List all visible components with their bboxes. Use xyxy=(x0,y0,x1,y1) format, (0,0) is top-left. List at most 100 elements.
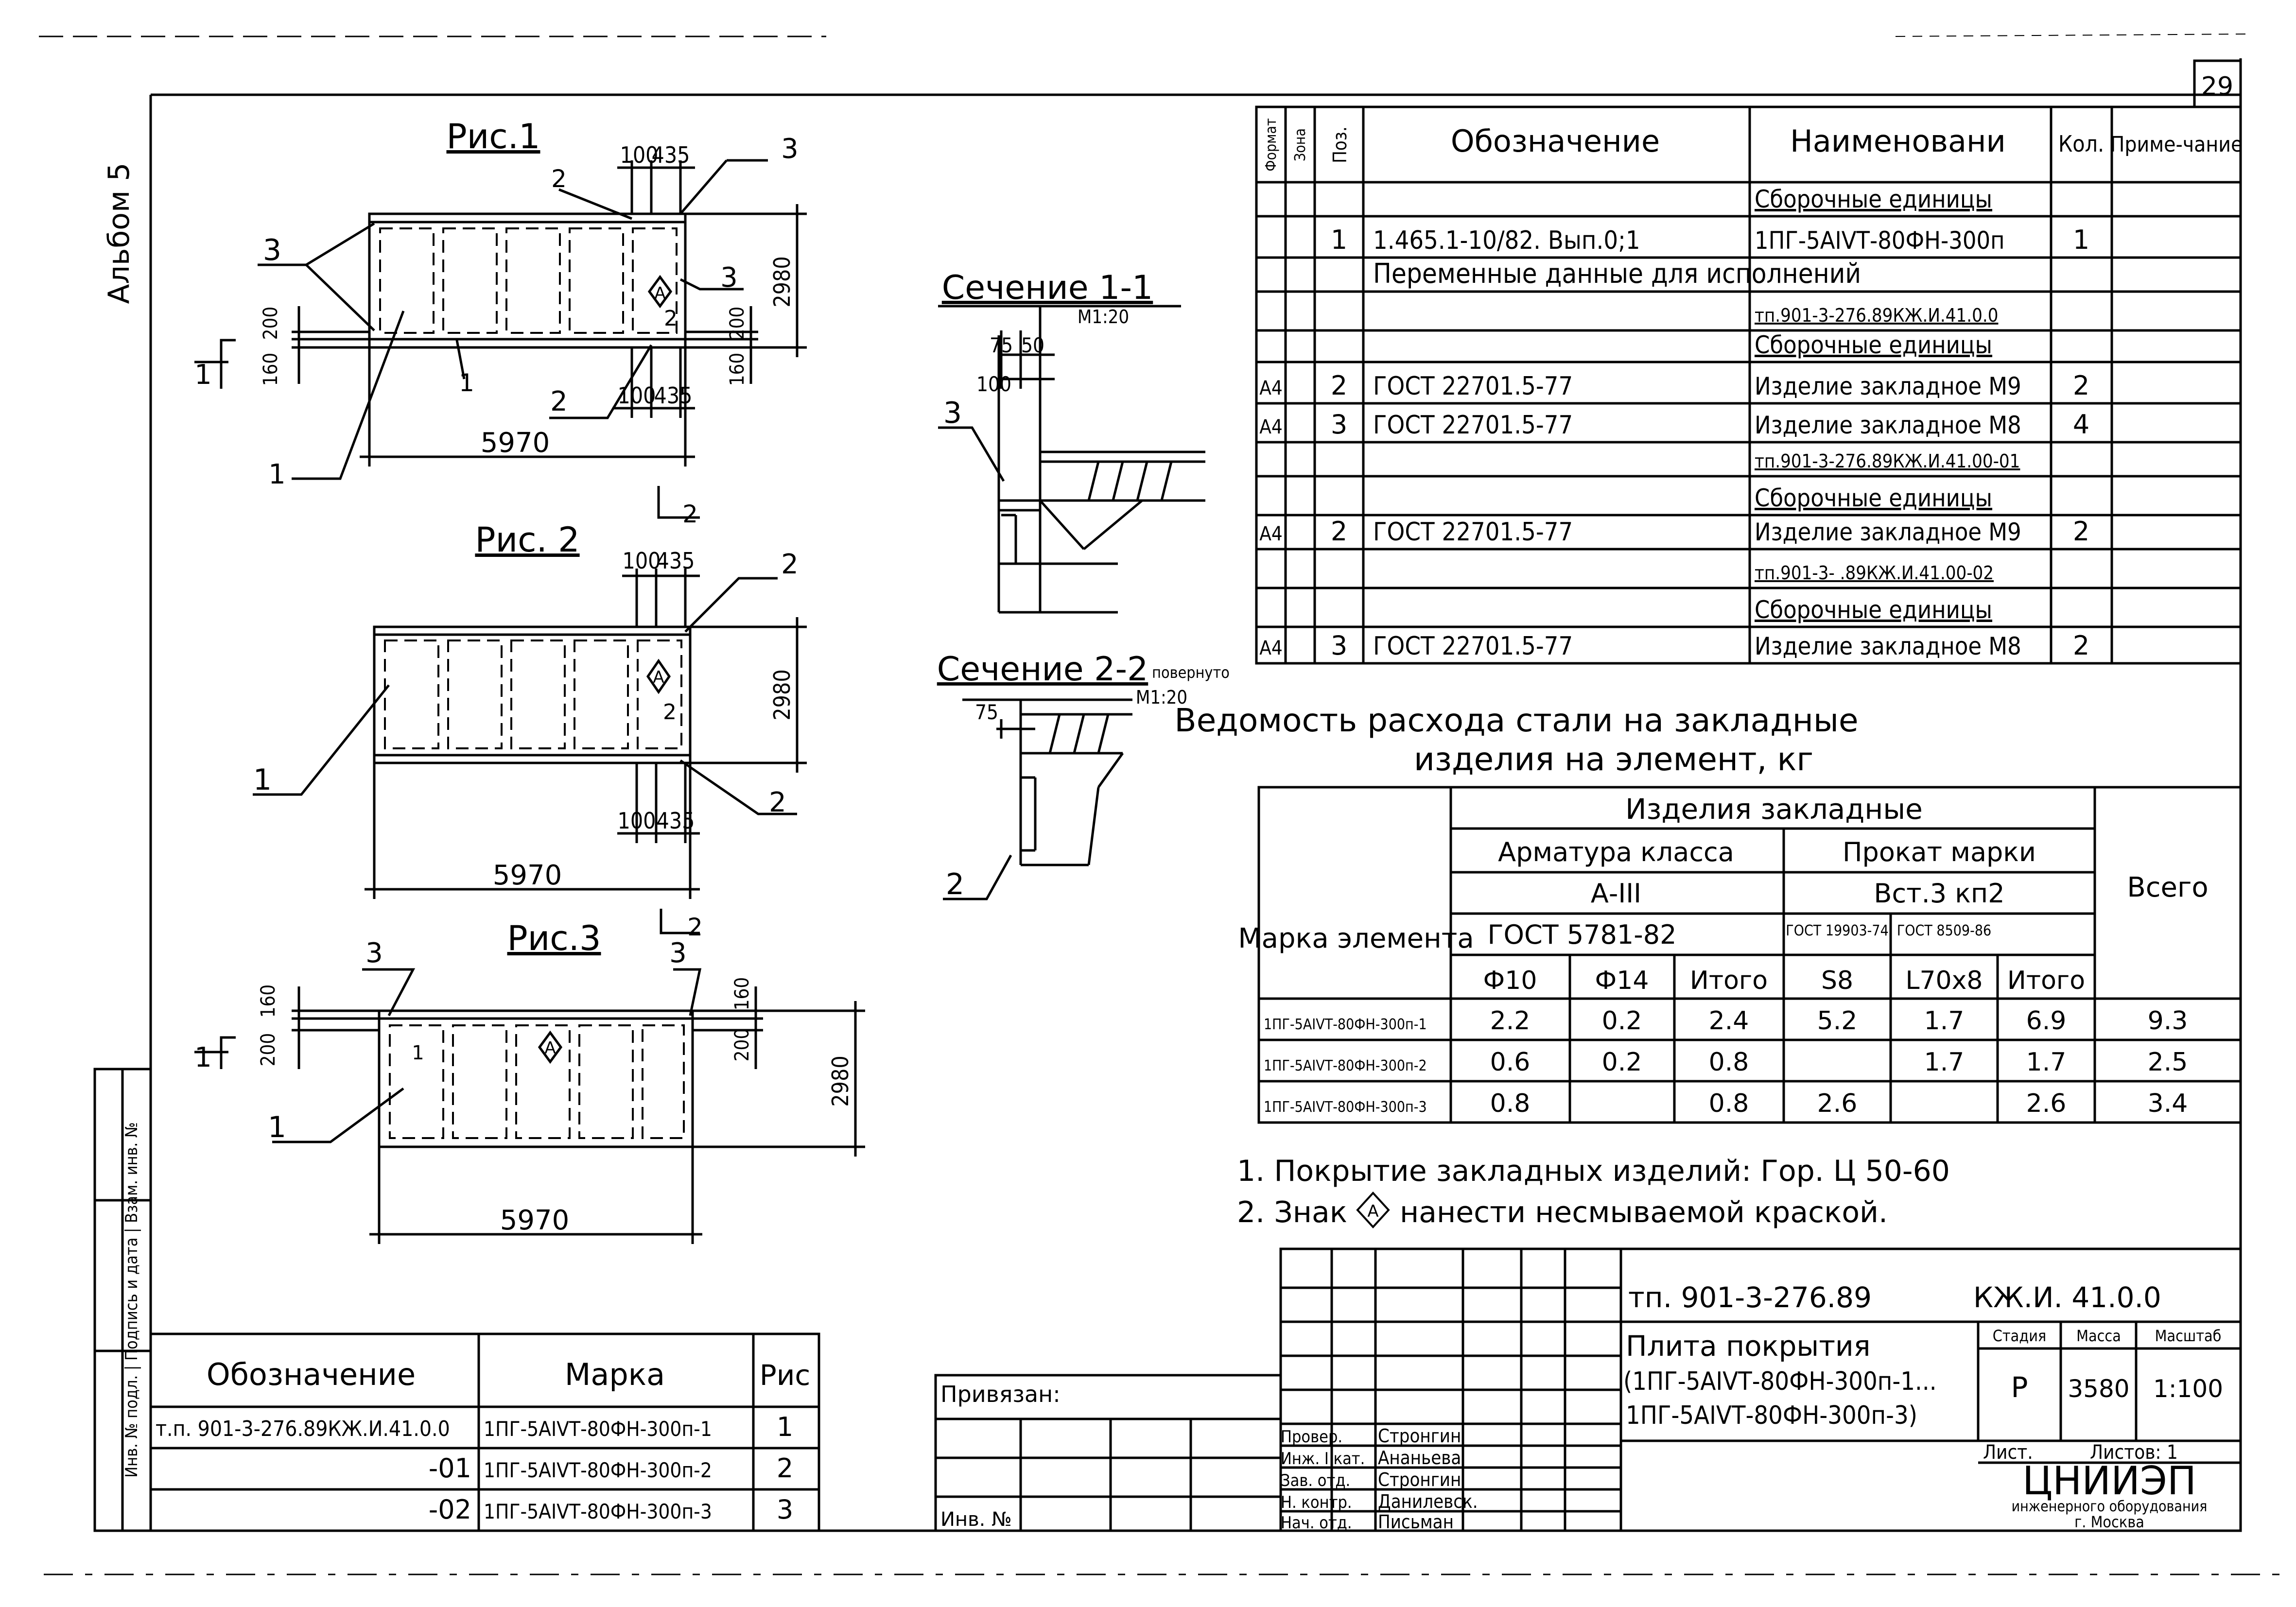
section-1-1-dim-c: 100 xyxy=(976,372,1011,396)
signer-role: Нач. отд. xyxy=(1281,1513,1352,1533)
fig3-sign-letter: А xyxy=(544,1038,556,1058)
note-2-text: нанести несмываемой краской. xyxy=(1400,1195,1888,1229)
tb-org-3: г. Москва xyxy=(2074,1513,2144,1531)
fig2-dim-top-a: 100 xyxy=(623,548,661,574)
spec-row-pos: 3 xyxy=(1331,630,1347,661)
fig3-title: Рис.3 xyxy=(507,918,601,958)
spec-row-pos: 3 xyxy=(1331,409,1347,440)
steel-row-cell: 0.8 xyxy=(1709,1089,1749,1118)
fig2-dim-bottom-a: 100 xyxy=(618,808,656,834)
spec-row-pos: 2 xyxy=(1331,370,1347,401)
fig2-dim-top-b: 435 xyxy=(657,548,695,574)
spec-row-name: Сборочные единицы xyxy=(1755,596,1992,624)
title-block-grid xyxy=(1279,1247,2242,1532)
steel-h-arm-gost: ГОСТ 5781-82 xyxy=(1488,919,1677,950)
fig1-section-mark: 1 xyxy=(194,359,212,391)
steel-row-cell: 1.7 xyxy=(1924,1006,1965,1036)
fig2-callout-2-top: 2 xyxy=(781,549,799,580)
steel-h-arm-class: А-III xyxy=(1591,878,1641,909)
note-2-prefix: 2. Знак xyxy=(1237,1195,1347,1229)
spec-row-name: Изделие закладное М9 xyxy=(1755,518,2021,546)
spec-table-grid xyxy=(1255,105,2242,665)
spec-row-qty: 2 xyxy=(2073,370,2089,401)
fig3-dim-width: 5970 xyxy=(500,1205,570,1236)
fig1-callout-3-right: 3 xyxy=(720,262,738,294)
section-2-2-drawing xyxy=(943,698,1132,900)
tb-sheet: Лист. xyxy=(1983,1441,2033,1464)
spec-row-name: Сборочные единицы xyxy=(1755,185,1992,213)
fig3-dim-left-a: 160 xyxy=(257,985,279,1018)
steel-row-cell: 0.8 xyxy=(1490,1089,1531,1118)
signer-role: Инж. I кат. xyxy=(1281,1449,1365,1469)
left-row-designation: -02 xyxy=(429,1494,471,1525)
tb-stage-header: Стадия xyxy=(1993,1327,2046,1345)
fig2-section-mark: 2 xyxy=(687,913,703,941)
fig1-dim-width: 5970 xyxy=(481,427,550,459)
steel-row-total: 2.5 xyxy=(2148,1048,2188,1077)
steel-row-cell: 2.6 xyxy=(2026,1089,2067,1118)
fig2-dim-bottom-b: 435 xyxy=(657,808,695,834)
left-table-grid xyxy=(149,1332,820,1532)
steel-row-cell: 6.9 xyxy=(2026,1006,2067,1036)
steel-h-prokat: Прокат марки xyxy=(1843,837,2036,867)
figure-3 xyxy=(194,968,865,1244)
spec-row-format: А4 xyxy=(1259,377,1283,399)
fig1-dim-bottom-a: 100 xyxy=(618,382,656,409)
steel-row-mark: 1ПГ-5АIVТ-80ФН-300п-3 xyxy=(1264,1099,1427,1116)
tb-mass: 3580 xyxy=(2068,1375,2129,1403)
left-row-mark: 1ПГ-5АIVТ-80ФН-300п-2 xyxy=(484,1458,712,1482)
spec-row-name: Сборочные единицы xyxy=(1755,484,1992,512)
steel-table-grid xyxy=(1257,786,2242,1124)
steel-h-mark: Марка элемента xyxy=(1238,923,1474,954)
section-2-2-callout: 2 xyxy=(946,867,964,901)
fig1-callout-3-top: 3 xyxy=(781,133,799,165)
fig3-sign-number: 1 xyxy=(412,1042,424,1064)
fig1-callout-1-left: 1 xyxy=(268,459,286,490)
steel-row-cell: 2.6 xyxy=(1817,1089,1858,1118)
page-number: 29 xyxy=(2201,72,2233,101)
tb-title-1: Плита покрытия xyxy=(1626,1330,1871,1363)
signer-role: Провер. xyxy=(1281,1427,1342,1447)
spec-row-qty: 1 xyxy=(2073,225,2089,255)
left-h-fig: Рис xyxy=(760,1359,811,1392)
spec-row-qty: 4 xyxy=(2073,409,2089,440)
fig2-title: Рис. 2 xyxy=(475,520,579,560)
album-label: Альбом 5 xyxy=(102,163,136,304)
fig2-callout-1: 1 xyxy=(253,763,272,797)
fig1-sign-letter: А xyxy=(654,284,665,303)
steel-row-total: 3.4 xyxy=(2148,1089,2188,1118)
steel-row-cell: 2.4 xyxy=(1709,1006,1749,1036)
steel-row-cell: 0.6 xyxy=(1490,1048,1531,1077)
tb-title-2: (1ПГ-5АIVТ-80ФН-300п-1... xyxy=(1623,1367,1937,1396)
note-1: 1. Покрытие закладных изделий: Гор. Ц 50… xyxy=(1237,1154,1950,1188)
spec-row-designation: Переменные данные для исполнений xyxy=(1373,258,1861,290)
fig1-callout-2-top: 2 xyxy=(551,165,567,193)
section-1-1-title: Сечение 1-1 xyxy=(942,269,1153,307)
steel-h-gost2: ГОСТ 8509-86 xyxy=(1897,922,1991,939)
signer-name: Стронгин xyxy=(1378,1469,1461,1490)
steel-row-mark: 1ПГ-5АIVТ-80ФН-300п-1 xyxy=(1264,1016,1427,1033)
spec-row-designation: ГОСТ 22701.5-77 xyxy=(1373,518,1573,547)
steel-h-gost1: ГОСТ 19903-74 xyxy=(1786,922,1889,939)
steel-row-cell: 2.2 xyxy=(1490,1006,1531,1036)
steel-subheader: Ф10 xyxy=(1483,966,1537,995)
spec-h-format: Формат xyxy=(1263,118,1280,172)
spec-row-designation: 1.465.1-10/82. Вып.0;1 xyxy=(1373,226,1640,255)
section-1-1-scale: М1:20 xyxy=(1078,306,1129,328)
spec-row-name: Изделие закладное М8 xyxy=(1755,411,2021,439)
note-2-sign: А xyxy=(1367,1202,1378,1221)
steel-subheader: Итого xyxy=(1690,966,1768,995)
steel-row-cell: 0.8 xyxy=(1709,1048,1749,1077)
spec-row-name: тп.901-3- .89КЖ.И.41.00-02 xyxy=(1755,562,1994,584)
tb-scale: 1:100 xyxy=(2153,1375,2223,1403)
side-strip-label: Инв. № подл. | Подпись и дата | Взам. ин… xyxy=(122,1122,141,1477)
fig1-callout-1-bottom: 1 xyxy=(459,369,474,397)
spec-row-name: Сборочные единицы xyxy=(1755,331,1992,359)
fig1-title: Рис.1 xyxy=(447,117,540,156)
fig1-dim-left-a: 200 xyxy=(260,307,282,340)
figure-1 xyxy=(194,159,807,519)
privyazan-label: Привязан: xyxy=(940,1381,1061,1407)
signer-name: Ананьева xyxy=(1378,1447,1461,1469)
spec-h-note: Приме-чание xyxy=(2110,132,2243,157)
